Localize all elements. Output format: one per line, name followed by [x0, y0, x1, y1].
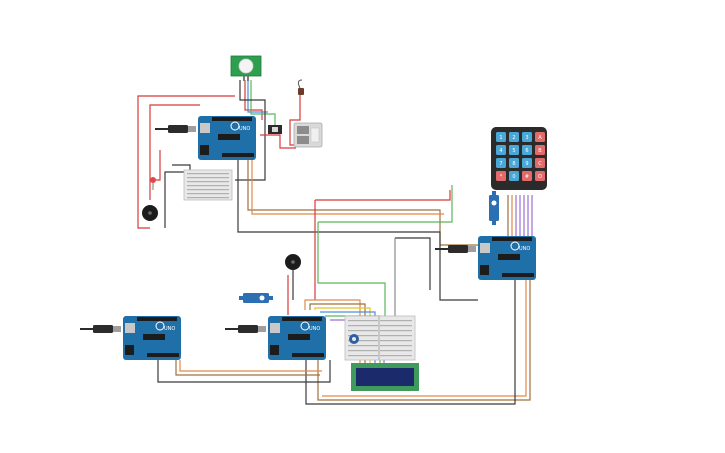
- photoresistor-icon[interactable]: [297, 79, 304, 95]
- usb-plug-icon: [155, 125, 196, 133]
- piezo-buzzer-icon[interactable]: [285, 254, 301, 270]
- keypad-key[interactable]: D: [535, 171, 545, 181]
- keypad-key[interactable]: 4: [496, 145, 506, 155]
- usb-plug-icon: [435, 245, 476, 253]
- keypad-key-label: D: [538, 174, 542, 180]
- keypad-key-label: 0: [512, 174, 515, 180]
- potentiometer-icon[interactable]: [349, 334, 359, 344]
- wire-black-left-board[interactable]: [157, 360, 331, 383]
- board-brand-label: UNO: [239, 126, 250, 132]
- keypad-key-label: #: [525, 174, 529, 180]
- keypad-key[interactable]: B: [535, 145, 545, 155]
- wire-red-mid[interactable]: [315, 190, 451, 201]
- keypad-key-label: 7: [499, 161, 502, 167]
- led-red[interactable]: [150, 177, 156, 190]
- wire-black-mid-2[interactable]: [395, 237, 431, 290]
- pir-sensor-icon[interactable]: [230, 55, 262, 81]
- wire-orange-top[interactable]: [251, 160, 444, 215]
- keypad-key-label: C: [538, 161, 542, 167]
- keypad-key-label: B: [538, 148, 542, 154]
- keypad-key[interactable]: #: [522, 171, 532, 181]
- keypad-key-label: 6: [525, 148, 528, 154]
- wire-black-top[interactable]: [235, 80, 266, 181]
- wire-red-left-loop[interactable]: [137, 95, 235, 229]
- wire-orange-left-board[interactable]: [179, 360, 322, 372]
- lcd-display-16x2[interactable]: [351, 363, 419, 391]
- keypad-key[interactable]: 5: [509, 145, 519, 155]
- keypad-key[interactable]: 6: [522, 145, 532, 155]
- usb-port: [480, 243, 490, 253]
- relay-module[interactable]: [293, 122, 323, 148]
- board-brand-label: UNO: [164, 326, 175, 332]
- keypad-key[interactable]: 3: [522, 132, 532, 142]
- keypad-key[interactable]: *: [496, 171, 506, 181]
- usb-port: [270, 323, 280, 333]
- servo-motor-icon[interactable]: [239, 293, 273, 303]
- keypad-4x4[interactable]: 1 2 3 A 4 5 6 B 7 8 9 C * 0 # D: [491, 127, 547, 190]
- wire-black-left[interactable]: [164, 171, 185, 228]
- switch-module[interactable]: [268, 125, 282, 134]
- wire-black-mid[interactable]: [237, 160, 478, 301]
- board-brand-label: UNO: [309, 326, 320, 332]
- keypad-key-label: 9: [525, 161, 528, 167]
- keypad-key-label: 1: [499, 135, 502, 141]
- usb-port: [200, 123, 210, 133]
- breadboard-bottom[interactable]: [344, 315, 416, 361]
- servo-motor-icon[interactable]: [489, 191, 499, 225]
- keypad-key[interactable]: 8: [509, 158, 519, 168]
- wire-red-pir[interactable]: [244, 80, 263, 120]
- board-brand-label: UNO: [519, 246, 530, 252]
- keypad-key[interactable]: C: [535, 158, 545, 168]
- wire-brown-left-board[interactable]: [175, 360, 320, 376]
- wire-blue-pir[interactable]: [247, 80, 268, 113]
- keypad-key-label: 5: [512, 148, 515, 154]
- keypad-key-label: 2: [512, 135, 515, 141]
- arduino-uno-bottom-left[interactable]: UNO: [123, 316, 181, 360]
- keypad-key-label: *: [500, 174, 503, 180]
- wire-red-left-loop-2[interactable]: [149, 104, 200, 200]
- breadboard-top[interactable]: [183, 169, 233, 201]
- keypad-key[interactable]: 7: [496, 158, 506, 168]
- wire-green-mid[interactable]: [318, 185, 453, 223]
- keypad-key[interactable]: 0: [509, 171, 519, 181]
- arduino-uno-right[interactable]: UNO: [478, 236, 536, 280]
- usb-plug-icon: [225, 325, 266, 333]
- usb-port: [125, 323, 135, 333]
- keypad-key[interactable]: 1: [496, 132, 506, 142]
- keypad-key-label: 8: [512, 161, 515, 167]
- keypad-key-label: 3: [525, 135, 528, 141]
- wire-green-pir[interactable]: [250, 80, 276, 125]
- wire-green-lcd[interactable]: [317, 222, 386, 318]
- usb-plug-icon: [80, 325, 121, 333]
- piezo-buzzer-icon[interactable]: [142, 205, 158, 221]
- wire-black-breadboard[interactable]: [172, 164, 191, 170]
- wires: [137, 80, 533, 405]
- wire-red-led[interactable]: [152, 150, 161, 181]
- keypad-key[interactable]: 2: [509, 132, 519, 142]
- wire-brown-right-down[interactable]: [317, 280, 531, 401]
- wire-orange-right-down[interactable]: [322, 280, 527, 397]
- keypad-key[interactable]: A: [535, 132, 545, 142]
- keypad-key-label: A: [538, 135, 542, 141]
- keypad-key[interactable]: 9: [522, 158, 532, 168]
- wire-red-relay[interactable]: [260, 134, 296, 149]
- arduino-uno-top[interactable]: UNO: [198, 116, 256, 160]
- keypad-key-label: 4: [499, 148, 502, 154]
- arduino-uno-bottom-center[interactable]: UNO: [268, 316, 326, 360]
